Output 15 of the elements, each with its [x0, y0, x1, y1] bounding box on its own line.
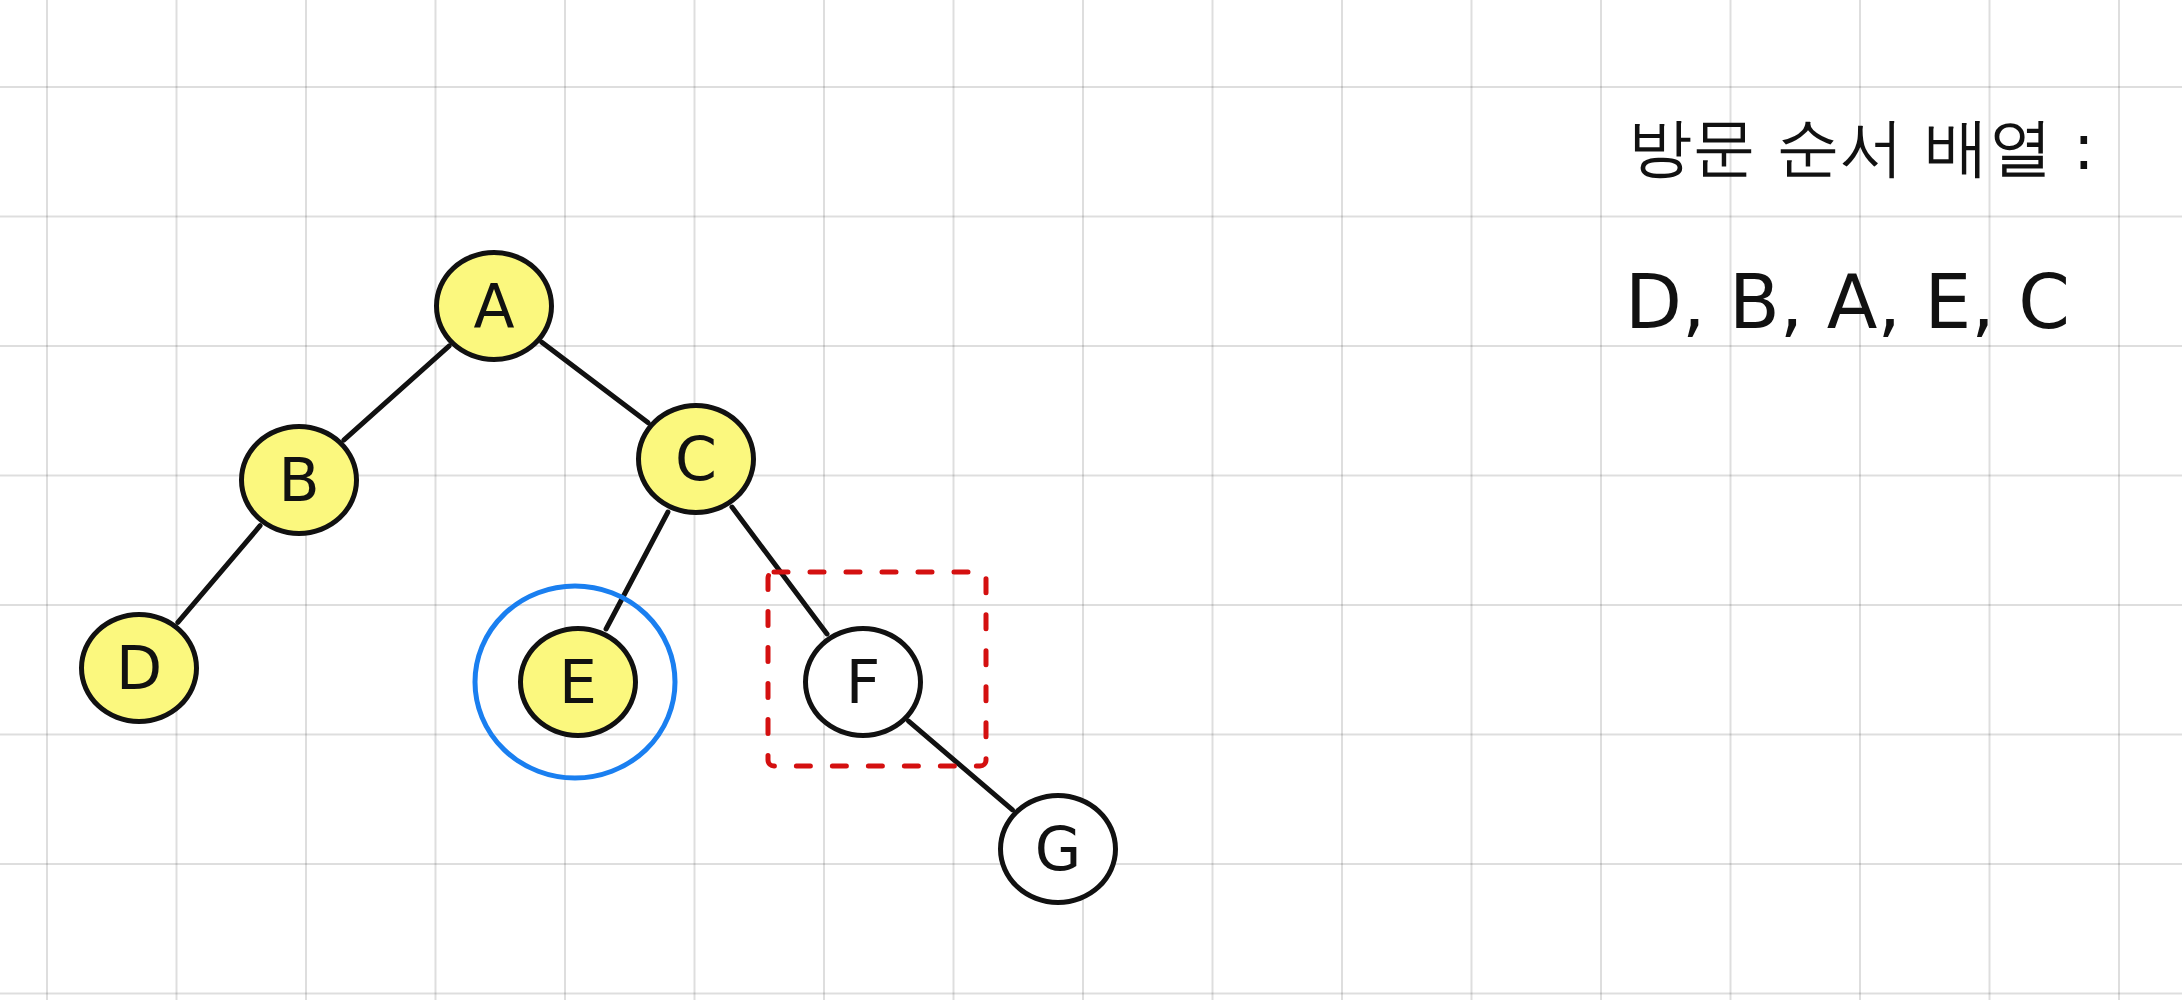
heading-text: 방문 순서 배열 : — [1628, 112, 2095, 183]
tree-edge — [603, 509, 671, 632]
node-letter: D — [115, 638, 163, 698]
tree-edge — [175, 523, 263, 625]
tree-edge — [906, 718, 1015, 813]
tree-edge — [341, 343, 452, 443]
node-letter: E — [559, 652, 597, 712]
tree-edge — [539, 339, 651, 426]
node-letter: C — [675, 429, 717, 489]
node-letter: F — [845, 652, 881, 712]
tree-edge — [729, 504, 830, 637]
node-letter: A — [473, 276, 515, 336]
traversal-sequence: D, B, A, E, C — [1625, 262, 2070, 344]
node-letter: B — [278, 450, 320, 510]
node-letter: G — [1034, 819, 1082, 879]
